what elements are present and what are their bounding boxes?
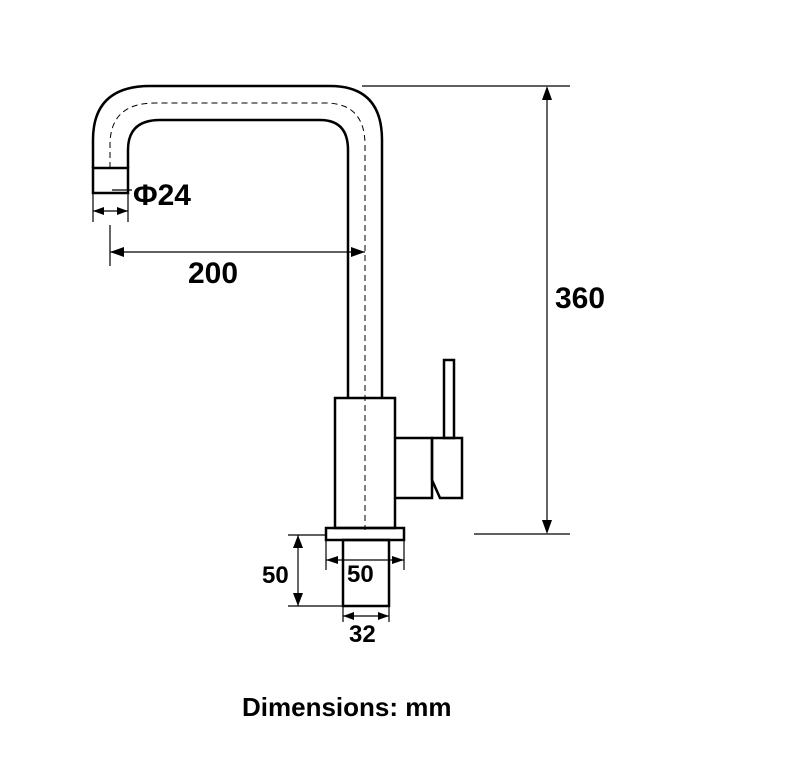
diameter-dimension: Φ24 xyxy=(92,179,191,222)
diameter-label: Φ24 xyxy=(133,179,191,212)
height-label: 360 xyxy=(555,282,605,315)
base-height-label: 50 xyxy=(262,562,289,589)
base-width-dimension: 50 xyxy=(325,540,405,588)
spout-nozzle xyxy=(91,166,130,195)
height-dimension: 360 xyxy=(362,85,605,535)
diameter-arrow-left xyxy=(93,207,104,215)
dimensions-caption: Dimensions: mm xyxy=(242,692,452,722)
reach-dimension: 200 xyxy=(109,225,365,290)
shank-width-label: 32 xyxy=(349,621,376,648)
base-width-label: 50 xyxy=(347,561,374,588)
reach-arrow-right xyxy=(351,247,365,257)
reach-arrow-left xyxy=(110,247,124,257)
shank-arrow-left xyxy=(343,612,354,620)
faucet-drawing xyxy=(91,84,464,608)
base-height-arrow-top xyxy=(293,535,303,548)
shank-width-dimension: 32 xyxy=(342,606,390,648)
handle-block xyxy=(430,436,464,500)
mounting-shank xyxy=(341,538,391,608)
base-width-arrow-right xyxy=(392,556,404,564)
diameter-arrow-right xyxy=(117,207,128,215)
handle-lever xyxy=(442,358,456,440)
base-height-arrow-bottom xyxy=(293,593,303,606)
spout-centerline xyxy=(109,102,366,530)
base-width-arrow-left xyxy=(326,556,338,564)
height-arrow-bottom xyxy=(542,520,552,534)
spout-inner-outline xyxy=(126,118,350,398)
shank-arrow-right xyxy=(378,612,389,620)
reach-label: 200 xyxy=(188,257,238,290)
base-height-dimension: 50 xyxy=(262,534,343,607)
height-arrow-top xyxy=(542,86,552,100)
handle-connector xyxy=(395,436,434,500)
spout-outer-outline xyxy=(91,84,384,398)
